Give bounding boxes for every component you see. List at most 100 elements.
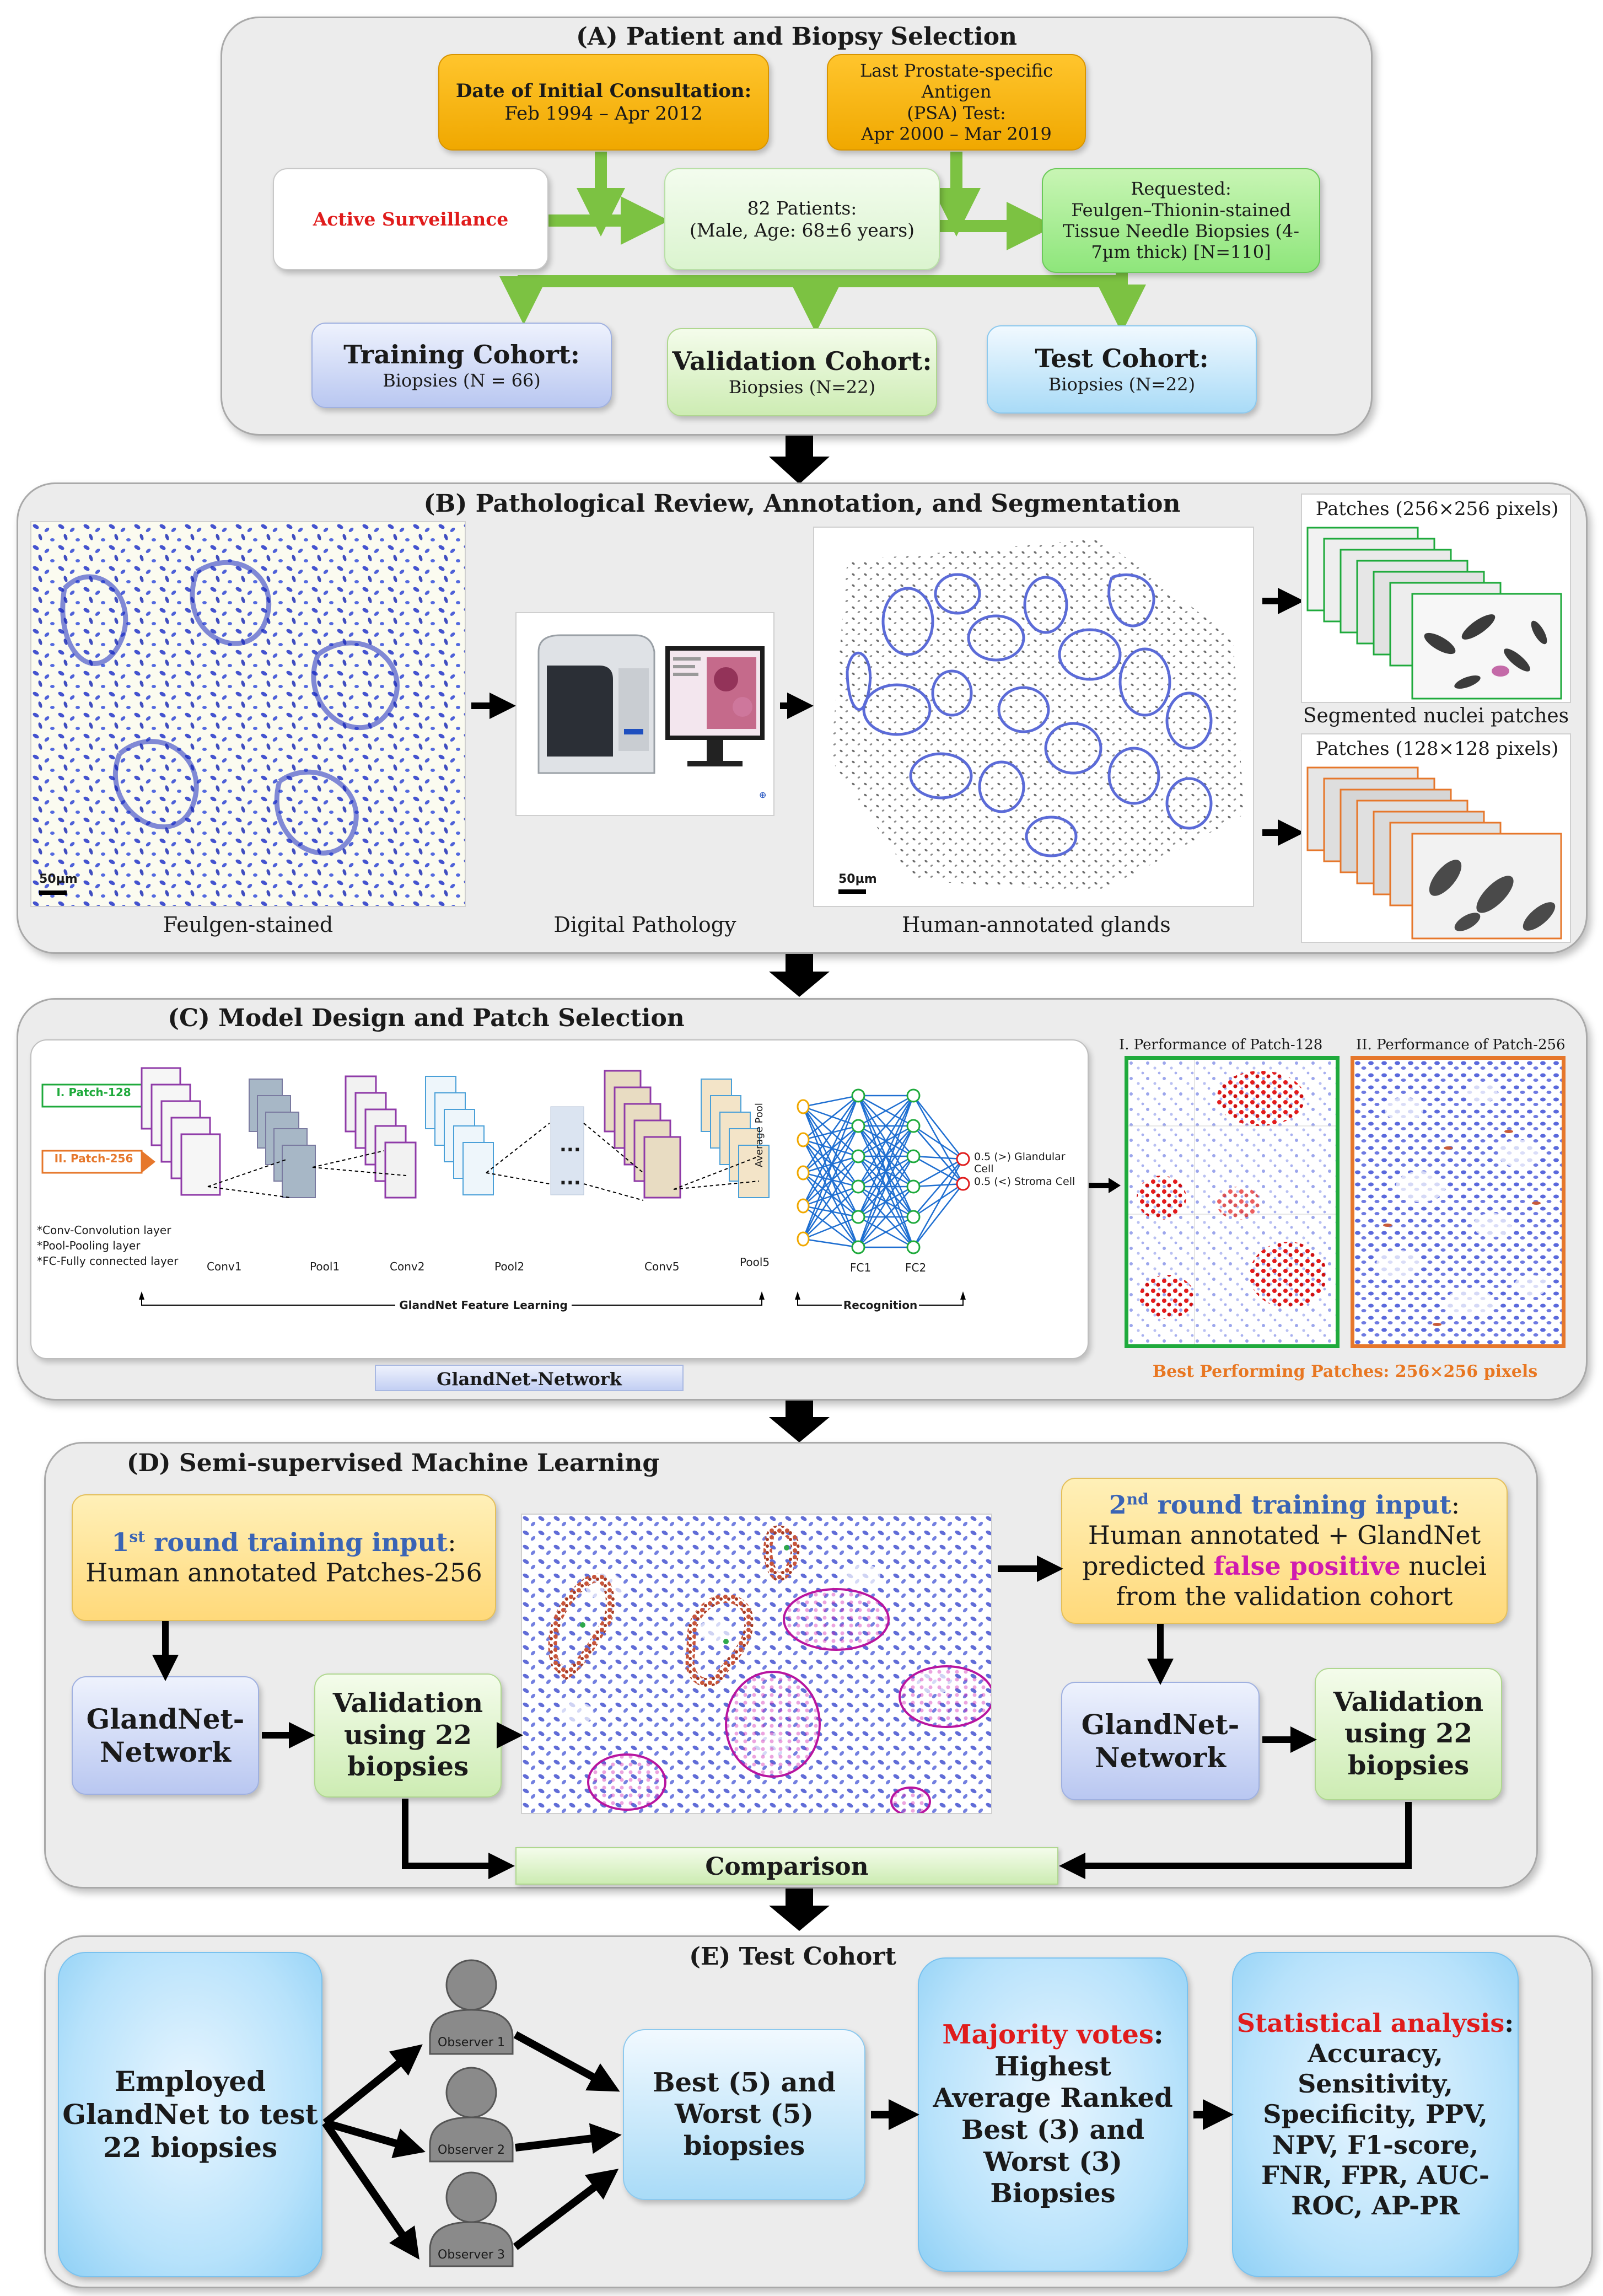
sa-l5: NPV, F1-score, [1272,2129,1479,2160]
label-fc1: FC1 [850,1261,872,1274]
panel-c-title: (C) Model Design and Patch Selection [168,1004,685,1032]
requested-line1: Requested: [1131,178,1231,200]
patches-128-card: Patches (128×128 pixels) [1301,733,1571,943]
panel-a-title: (A) Patient and Biopsy Selection [575,23,1018,51]
bw-l1: Best (5) and [652,2067,836,2098]
patients-line2: (Male, Age: 68±6 years) [689,219,915,241]
output-stroma: 0.5 (<) Stroma Cell [974,1176,1075,1188]
v1-l2: using 22 [343,1719,472,1751]
round2-line4: from the validation cohort [1116,1581,1453,1611]
legend-fc: *FC-Fully connected layer [37,1254,179,1268]
round2-false-positive: false positive [1213,1551,1401,1581]
mv-l5: Worst (3) [983,2146,1123,2177]
round1-num: 1 [111,1527,130,1557]
patches-256-label: Patches (256×256 pixels) [1315,498,1559,520]
perf-128-title: I. Performance of Patch-128 [1119,1037,1323,1053]
down-arrow-c-d [769,1398,830,1442]
comparison-box: Comparison [515,1847,1058,1885]
v1-l1: Validation [332,1688,483,1719]
v1-l3: biopsies [347,1751,469,1783]
v2-l2: using 22 [1344,1718,1473,1750]
feulgen-image: 50µm [30,521,466,907]
legend-pool: *Pool-Pooling layer [37,1239,141,1252]
validation-box-2: Validation using 22 biopsies [1315,1668,1502,1800]
glandnet-architecture [41,1067,970,1306]
test-cohort-sub: Biopsies (N=22) [1048,374,1196,395]
bw-l3: biopsies [683,2130,805,2161]
segmented-nuclei-label: Segmented nuclei patches [1303,705,1569,727]
requested-line3: Tissue Needle Biopsies (4- [1062,221,1300,242]
observer-1-label: Observer 1 [438,2036,505,2050]
round1-title: round training input [145,1527,448,1557]
validation-cohort-box: Validation Cohort: Biopsies (N=22) [667,328,937,416]
label-conv5: Conv5 [644,1260,680,1273]
patients-line1: 82 Patients: [747,197,857,219]
sa-title: Statistical analysis [1236,2008,1505,2038]
statistical-analysis-box: Statistical analysis: Accuracy, Sensitiv… [1232,1952,1519,2277]
validation-box-1: Validation using 22 biopsies [314,1673,502,1798]
panel-d-title: (D) Semi-supervised Machine Learning [126,1449,660,1477]
perf-256-texture [1354,1060,1562,1344]
digital-pathology-image: ⊕ [515,612,774,816]
patches-128-stack [1306,766,1562,940]
input-patch-256-label: II. Patch-256 [54,1152,133,1165]
majority-votes-box: Majority votes: Highest Average Ranked B… [918,1957,1188,2272]
requested-box: Requested: Feulgen–Thionin-stained Tissu… [1042,168,1320,273]
label-pool2: Pool2 [494,1260,525,1273]
employed-l1: Employed [114,2065,266,2097]
perf-128-image [1125,1056,1340,1348]
round2-line3b: nuclei [1400,1551,1487,1581]
sa-l7: ROC, AP-PR [1291,2190,1460,2220]
round1-line2: Human annotated Patches-256 [85,1558,482,1587]
output-glandular: 0.5 (>) Glandular Cell [974,1151,1066,1175]
glandnet-network-box-2: GlandNet- Network [1061,1682,1260,1800]
mv-l3: Average Ranked [933,2083,1173,2114]
mv-l6: Biopsies [990,2178,1116,2209]
observer-2-label: Observer 2 [438,2143,505,2157]
sa-colon: : [1504,2008,1514,2038]
net1-l1: GlandNet- [86,1702,245,1735]
round1-sup: st [129,1527,146,1546]
test-cohort-title: Test Cohort: [1035,344,1209,374]
panel-b-arrows [471,588,1304,846]
label-fc2: FC2 [905,1261,927,1274]
v2-l1: Validation [1333,1686,1484,1718]
psa-line2: (PSA) Test: [907,102,1006,124]
feulgen-caption: Feulgen-stained [163,913,333,937]
round2-sup: nd [1126,1490,1149,1509]
perf-256-title: II. Performance of Patch-256 [1356,1037,1566,1053]
semi-supervised-texture [522,1515,991,1813]
net2-l1: GlandNet- [1081,1708,1240,1741]
round1-colon: : [448,1527,456,1557]
round2-line2: Human annotated + GlandNet [1088,1520,1481,1551]
sa-l3: Sensitivity, [1298,2069,1453,2099]
panel-d-arrows [152,1555,1412,1879]
validation-cohort-sub: Biopsies (N=22) [728,377,876,398]
panel-b-title: (B) Pathological Review, Annotation, and… [423,490,1181,518]
bw-l2: Worst (5) [674,2099,814,2130]
annotated-glands-image: 50µm [813,527,1254,907]
employed-glandnet-box: Employed GlandNet to test 22 biopsies [58,1952,322,2277]
scale-bar-2 [838,889,866,894]
perf-128-texture [1128,1060,1336,1344]
net1-l2: Network [100,1735,231,1768]
feulgen-nuclei-texture [31,522,465,906]
best-worst-box: Best (5) and Worst (5) biopsies [623,2029,865,2200]
mv-colon: : [1153,2019,1164,2051]
glandnet-network-box-1: GlandNet- Network [72,1676,259,1795]
psa-range: Apr 2000 – Mar 2019 [861,123,1052,144]
label-pool1: Pool1 [310,1260,340,1273]
panel-e-arrows [322,2031,1234,2260]
down-arrow-b-c [769,953,830,997]
input-patch-128-label: I. Patch-128 [56,1086,131,1099]
employed-l3: 22 biopsies [103,2131,278,2164]
svg-text:⊕: ⊕ [759,790,766,800]
scanner-monitor-illustration: ⊕ [537,634,766,800]
semi-supervised-image [521,1514,992,1814]
training-cohort-box: Training Cohort: Biopsies (N = 66) [311,323,612,408]
annotated-glands-texture [831,539,1244,892]
scale-bar-label-1: 50µm [39,872,78,886]
test-cohort-box: Test Cohort: Biopsies (N=22) [987,325,1257,414]
label-recognition: Recognition [842,1299,919,1312]
perf-256-image [1351,1056,1566,1348]
